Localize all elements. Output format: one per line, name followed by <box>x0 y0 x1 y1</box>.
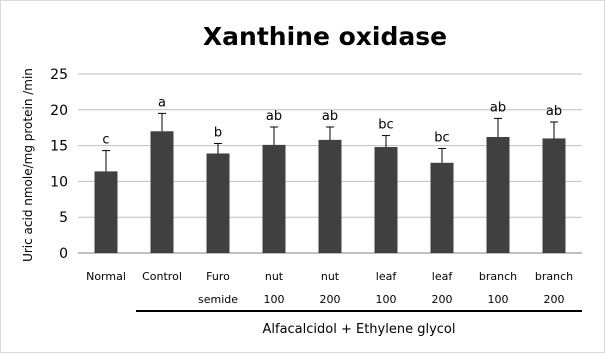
significance-label: ab <box>322 109 338 124</box>
y-tick-label: 5 <box>59 210 68 226</box>
bar <box>150 131 174 253</box>
y-tick-label: 0 <box>59 246 68 262</box>
bar <box>206 153 230 253</box>
significance-label: a <box>158 95 166 110</box>
y-tick-label: 15 <box>50 139 68 155</box>
bar <box>542 138 566 253</box>
x-tick-label: leaf <box>376 270 398 283</box>
significance-label: bc <box>378 118 393 133</box>
x-tick-label-line2: 200 <box>432 293 453 306</box>
y-tick-label: 10 <box>50 174 68 190</box>
bar <box>430 162 454 253</box>
x-tick-label-line2: semide <box>198 293 238 306</box>
x-tick-label-line2: 200 <box>320 293 341 306</box>
bar <box>318 139 342 253</box>
x-tick-label: branch <box>535 270 573 283</box>
significance-label: b <box>214 125 222 140</box>
significance-label: ab <box>546 104 562 119</box>
x-tick-label: Control <box>142 270 182 283</box>
bar <box>262 144 286 253</box>
significance-label: ab <box>266 109 282 124</box>
significance-label: c <box>102 133 109 148</box>
chart-title: Xanthine oxidase <box>203 22 447 51</box>
group-label: Alfacalcidol + Ethylene glycol <box>262 322 455 337</box>
x-tick-label: Furo <box>206 270 230 283</box>
x-tick-label: Normal <box>86 270 126 283</box>
bars <box>94 112 566 253</box>
x-tick-label: nut <box>265 270 284 283</box>
significance-label: ab <box>490 100 506 115</box>
bar <box>374 147 398 253</box>
bar <box>94 171 118 253</box>
y-axis-label: Uric acid nmole/mg protein /min <box>21 68 35 262</box>
y-tick-label: 25 <box>50 67 68 83</box>
significance-label: bc <box>434 130 449 145</box>
x-tick-label: nut <box>321 270 340 283</box>
x-tick-label-line2: 100 <box>376 293 397 306</box>
x-tick-label-line2: 100 <box>264 293 285 306</box>
bar <box>486 137 510 253</box>
x-tick-label: branch <box>479 270 517 283</box>
x-tick-label-line2: 100 <box>488 293 509 306</box>
y-tick-label: 20 <box>50 103 68 119</box>
x-tick-label-line2: 200 <box>544 293 565 306</box>
x-tick-label: leaf <box>432 270 454 283</box>
